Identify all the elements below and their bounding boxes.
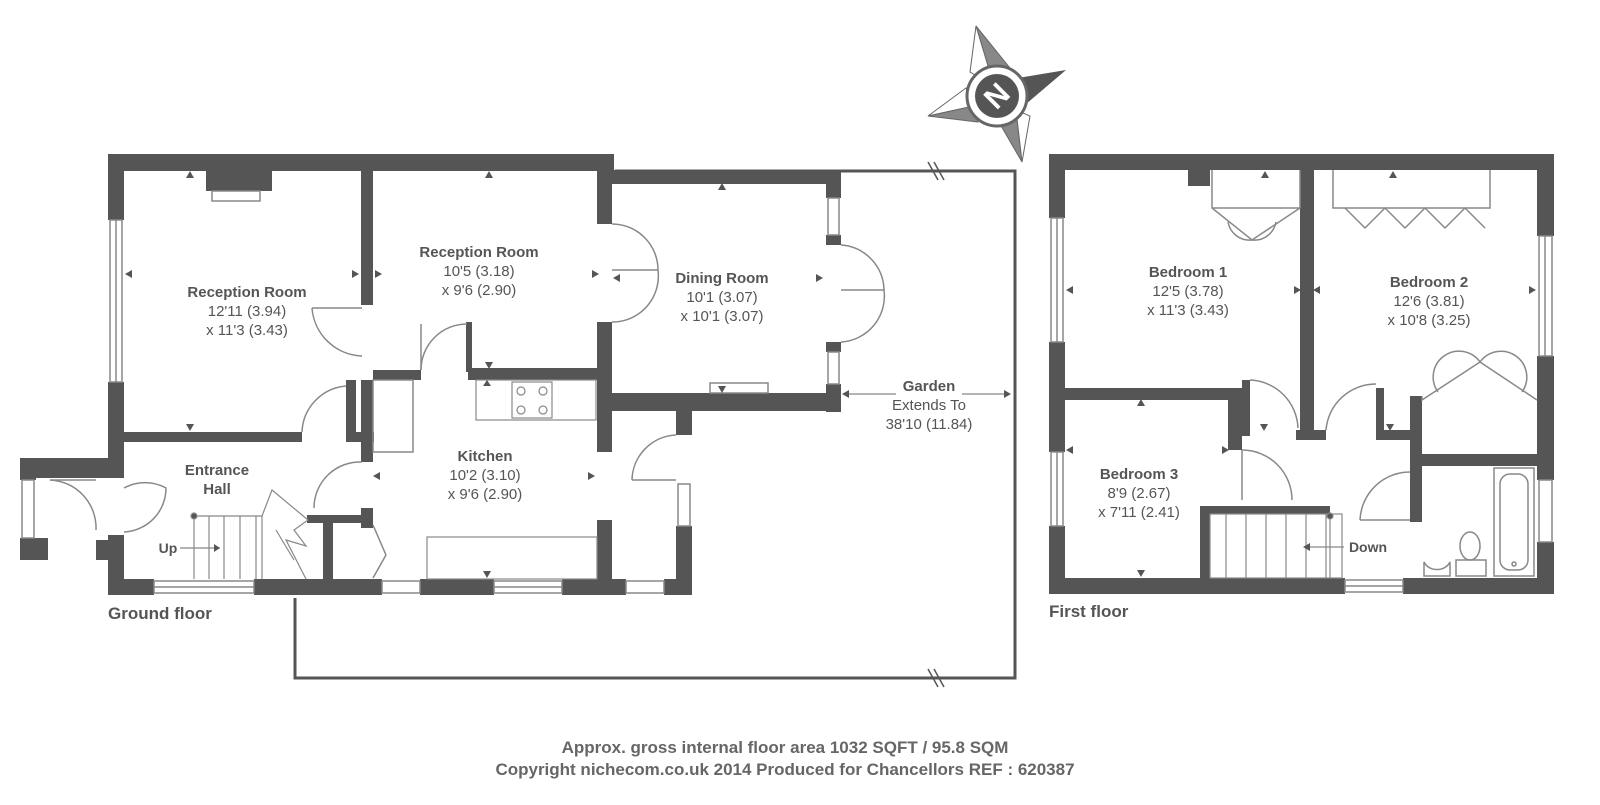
- first-stairs: [1209, 512, 1344, 579]
- room-dimension: 12'6 (3.81): [1393, 293, 1464, 310]
- room-dimension: 12'11 (3.94): [208, 303, 286, 320]
- garden-label: Garden Extends To 38'10 (11.84): [886, 378, 973, 433]
- compass-rose: N: [927, 25, 1066, 163]
- kitchen-fittings: [426, 379, 598, 580]
- room-name: Hall: [203, 481, 231, 498]
- room-dimension: x 7'11 (2.41): [1098, 504, 1180, 521]
- room-dimension: x 10'8 (3.25): [1388, 312, 1471, 329]
- room-dining: Dining Room 10'1 (3.07) x 10'1 (3.07): [675, 270, 768, 325]
- room-name: Bedroom 3: [1100, 466, 1178, 483]
- room-bedroom-1: Bedroom 1 12'5 (3.78) x 11'3 (3.43): [1147, 264, 1229, 319]
- room-dimension: x 9'6 (2.90): [448, 486, 523, 503]
- room-dimension: 10'5 (3.18): [443, 263, 514, 280]
- garden-name: Garden: [903, 378, 956, 395]
- stairs-down-label: Down: [1349, 539, 1387, 555]
- first-floor-fittings: [1211, 170, 1538, 577]
- room-dimension: 12'5 (3.78): [1152, 283, 1223, 300]
- room-reception-2: Reception Room 10'5 (3.18) x 9'6 (2.90): [419, 244, 538, 299]
- first-floor-walls: [1049, 154, 1554, 594]
- copyright-text: Copyright nichecom.co.uk 2014 Produced f…: [495, 760, 1074, 779]
- ground-stairs: [180, 489, 309, 580]
- room-name: Bedroom 2: [1390, 274, 1468, 291]
- room-name: Kitchen: [457, 448, 512, 465]
- room-dimension: x 11'3 (3.43): [1147, 302, 1229, 319]
- room-name: Entrance: [185, 462, 249, 479]
- ground-floor-walls: [20, 154, 841, 595]
- room-entrance-hall: Entrance Hall: [185, 462, 249, 498]
- first-floor-windows: [1050, 217, 1553, 593]
- stairs-up-label: Up: [159, 540, 178, 556]
- room-name: Reception Room: [187, 284, 306, 301]
- room-kitchen: Kitchen 10'2 (3.10) x 9'6 (2.90): [448, 448, 523, 503]
- garden-outline: [293, 161, 1017, 688]
- ground-floor-label: Ground floor: [108, 604, 212, 623]
- room-dimension: x 9'6 (2.90): [442, 282, 517, 299]
- dimension-markers-first: [1066, 171, 1536, 577]
- room-reception-1: Reception Room 12'11 (3.94) x 11'3 (3.43…: [187, 284, 306, 339]
- room-name: Bedroom 1: [1149, 264, 1227, 281]
- room-bedroom-3: Bedroom 3 8'9 (2.67) x 7'11 (2.41): [1098, 466, 1180, 521]
- room-name: Dining Room: [675, 270, 768, 287]
- room-dimension: x 10'1 (3.07): [681, 308, 764, 325]
- room-bedroom-2: Bedroom 2 12'6 (3.81) x 10'8 (3.25): [1388, 274, 1471, 329]
- room-dimension: 10'2 (3.10): [449, 467, 520, 484]
- room-dimension: 8'9 (2.67): [1108, 485, 1171, 502]
- garden-text: Extends To: [892, 397, 966, 414]
- room-name: Reception Room: [419, 244, 538, 261]
- dimension-markers-ground: [125, 171, 1011, 578]
- ground-floor-doors: [49, 223, 886, 579]
- floor-area-text: Approx. gross internal floor area 1032 S…: [562, 738, 1009, 757]
- room-dimension: 10'1 (3.07): [686, 289, 757, 306]
- first-floor-label: First floor: [1049, 602, 1129, 621]
- ground-floor-windows: [21, 190, 840, 594]
- garden-dimension: 38'10 (11.84): [886, 416, 973, 433]
- room-dimension: x 11'3 (3.43): [206, 322, 288, 339]
